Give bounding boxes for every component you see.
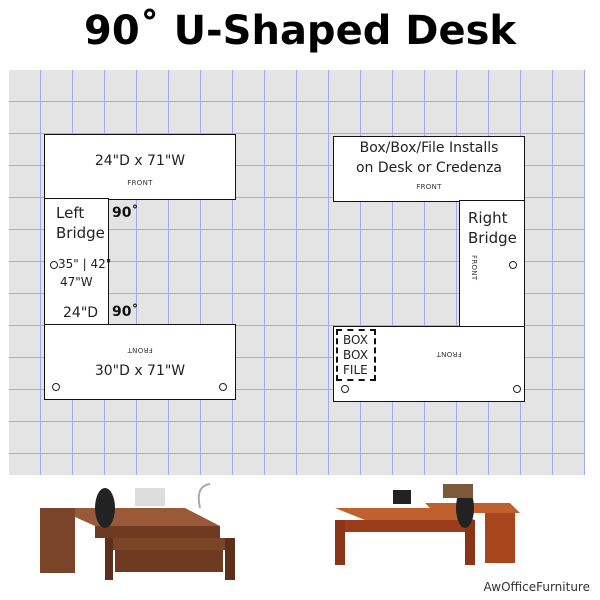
grommet-hole — [509, 261, 517, 269]
brand-label: AwOfficeFurniture — [483, 580, 590, 594]
bridge-label: Left — [56, 204, 85, 222]
page-title: 90˚ U-Shaped Desk — [83, 8, 516, 54]
bridge-label: Right — [468, 209, 508, 227]
grommet-hole — [52, 383, 60, 391]
grommet-hole — [341, 385, 349, 393]
left-bridge: Left Bridge 35" | 42" 47"W 24"D — [44, 198, 112, 326]
walnut-desk-photo — [40, 483, 235, 580]
install-note: on Desk or Credenza — [355, 160, 503, 176]
right-top-desk: Box/Box/File Installs on Desk or Credenz… — [333, 136, 525, 202]
drawer-label: FILE — [343, 363, 368, 377]
desk-size-label: 30"D x 71"W — [94, 363, 186, 379]
angle-label: 90˚ — [112, 205, 139, 221]
front-label: FRONT — [127, 346, 153, 354]
grommet-hole — [513, 385, 521, 393]
bridge-width-label: 47"W — [60, 275, 93, 289]
front-label: FRONT — [470, 255, 478, 281]
left-top-desk: 24"D x 71"W FRONT — [44, 134, 236, 200]
bridge-depth-label: 24"D — [63, 305, 99, 321]
grommet-hole — [50, 261, 58, 269]
front-label: FRONT — [127, 179, 153, 187]
cherry-desk-photo — [335, 484, 520, 565]
bridge-label: Bridge — [56, 224, 105, 242]
right-bottom-desk: FRONT BOX BOX FILE — [333, 326, 525, 402]
angle-label: 90˚ — [112, 304, 139, 320]
front-label: FRONT — [416, 183, 442, 191]
box-box-file-pedestal: BOX BOX FILE — [336, 329, 376, 381]
right-bridge: Right Bridge FRONT — [459, 200, 525, 328]
grommet-hole — [219, 383, 227, 391]
desk-size-label: 24"D x 71"W — [94, 153, 186, 169]
left-bottom-desk: FRONT 30"D x 71"W — [44, 324, 236, 400]
bridge-width-label: 35" | 42" — [58, 257, 112, 271]
drawer-label: BOX — [343, 348, 368, 362]
bridge-label: Bridge — [468, 229, 517, 247]
drawer-label: BOX — [343, 333, 368, 347]
front-label: FRONT — [436, 350, 462, 358]
install-note: Box/Box/File Installs — [359, 140, 499, 156]
